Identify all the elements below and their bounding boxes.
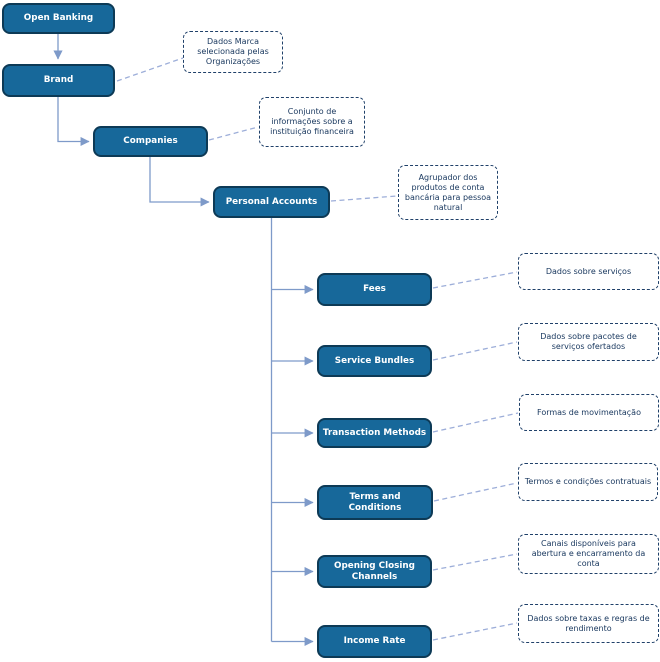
edge-brand-to-companies (57, 97, 90, 147)
annotation-companies: Conjunto de informações sobre a institui… (259, 97, 365, 147)
node-open-banking: Open Banking (2, 3, 115, 34)
note-link-brand (116, 57, 184, 82)
node-terms-and-conditions: Terms and Conditions (317, 485, 433, 520)
note-link-fees (432, 271, 518, 289)
annotation-fees: Dados sobre serviços (518, 253, 659, 290)
annotation-income-rate: Dados sobre taxas e regras de rendimento (518, 604, 659, 643)
node-companies: Companies (93, 126, 208, 157)
node-service-bundles: Service Bundles (317, 345, 432, 377)
node-transaction-methods: Transaction Methods (317, 418, 432, 448)
note-link-opening-closing-channels (432, 553, 518, 571)
node-personal-accounts: Personal Accounts (213, 186, 330, 218)
annotation-service-bundles: Dados sobre pacotes de serviços ofertado… (518, 323, 659, 361)
note-link-personal-accounts (330, 195, 398, 202)
node-income-rate: Income Rate (317, 625, 432, 658)
node-opening-closing-channels: Opening Closing Channels (317, 555, 432, 588)
node-brand: Brand (2, 64, 115, 97)
annotation-brand: Dados Marca selecionada pelas Organizaçõ… (183, 31, 283, 73)
note-link-transaction-methods (432, 412, 519, 433)
note-link-service-bundles (432, 341, 518, 361)
annotation-terms-and-conditions: Termos e condições contratuais (518, 463, 658, 501)
annotation-personal-accounts: Agrupador dos produtos de conta bancária… (398, 165, 498, 220)
note-link-companies (208, 126, 259, 141)
note-link-income-rate (432, 622, 518, 641)
annotation-opening-closing-channels: Canais disponíveis para abertura e encar… (518, 534, 659, 574)
annotation-transaction-methods: Formas de movimentação (519, 394, 659, 431)
edge-companies-to-personal-accounts (149, 157, 210, 207)
node-fees: Fees (317, 273, 432, 306)
note-link-terms-and-conditions (433, 482, 518, 502)
